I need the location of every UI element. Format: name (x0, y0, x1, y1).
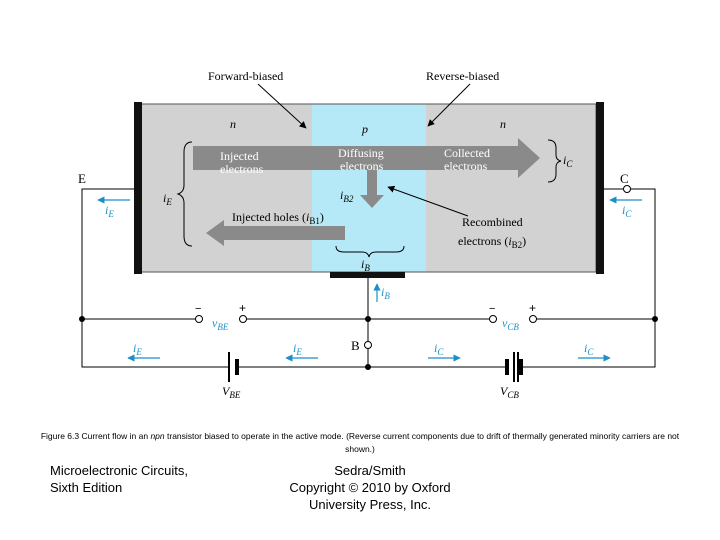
recombination-arrow (360, 170, 384, 208)
copyright-notice: Sedra/Smith Copyright © 2010 by Oxford U… (270, 462, 470, 513)
collector-n-region (426, 104, 596, 272)
author-line: Sedra/Smith (334, 463, 406, 478)
injected-electrons-label-1: Injected (220, 149, 259, 163)
book-title-line2: Sixth Edition (50, 480, 123, 495)
base-contact (330, 272, 405, 278)
junction-dot (652, 316, 658, 322)
book-title: Microelectronic Circuits, Sixth Edition (50, 462, 188, 496)
base-terminal (364, 341, 372, 349)
ie-brace-label: iE (163, 191, 172, 207)
n-region-label-right: n (500, 117, 506, 131)
ic-loop-label-1: iC (434, 341, 444, 357)
vcb-label: vCB (502, 316, 519, 332)
ie-current-label: iE (105, 203, 114, 219)
vcb-minus-sign: − (489, 303, 495, 315)
forward-biased-pointer (257, 83, 307, 129)
ie-loop-label-1: iE (133, 341, 142, 357)
collector-terminal-label: C (620, 171, 629, 186)
collector-contact (596, 102, 604, 274)
junction-dot (365, 364, 371, 370)
injected-holes-arrow (206, 220, 345, 246)
vbe-minus-sign: − (195, 303, 201, 315)
publisher-line: University Press, Inc. (308, 497, 432, 512)
figure-caption: Figure 6.3 Current flow in an npn transi… (40, 430, 680, 456)
ib-brace (335, 245, 405, 258)
vcb-plus-terminal (529, 315, 537, 323)
recombined-electrons-label-2: electrons (iB2) (458, 234, 526, 250)
injected-electrons-label-2: electrons (220, 162, 264, 176)
emitter-n-region (135, 104, 312, 272)
collector-terminal (623, 185, 631, 193)
emitter-wire (81, 188, 228, 368)
collected-electrons-label-2: electrons (444, 159, 488, 173)
vcb-battery-label: VCB (500, 384, 519, 400)
vbe-label: vBE (212, 316, 229, 332)
vbe-plus-sign: + (239, 301, 246, 315)
forward-biased-label: Forward-biased (208, 69, 283, 83)
diffusing-electrons-label-1: Diffusing (338, 146, 384, 160)
caption-suffix: transistor biased to operate in the acti… (164, 431, 680, 454)
ic-loop-label-2: iC (584, 341, 594, 357)
ic-current-label: iC (622, 203, 632, 219)
diffusing-electrons-label-2: electrons (340, 159, 384, 173)
ib-brace-label: iB (361, 257, 370, 273)
caption-npn: npn (150, 431, 165, 441)
emitter-terminal-label: E (78, 171, 86, 186)
ie-loop-label-2: iE (293, 341, 302, 357)
ic-brace (547, 139, 562, 183)
p-region-label: p (361, 122, 368, 136)
recombined-electrons-label-1: Recombined (462, 215, 523, 229)
book-title-line1: Microelectronic Circuits, (50, 463, 188, 478)
base-terminal-label: B (351, 338, 360, 353)
injected-electrons-arrow (193, 138, 540, 178)
vbe-minus-terminal (195, 315, 203, 323)
junction-dot (365, 316, 371, 322)
vcb-minus-terminal (489, 315, 497, 323)
reverse-biased-pointer (427, 83, 471, 127)
injected-holes-label: Injected holes (iB1) (232, 210, 324, 226)
vcb-plus-sign: + (529, 301, 536, 315)
recombined-pointer (387, 185, 469, 217)
caption-prefix: Figure 6.3 Current flow in an (40, 431, 151, 441)
ib2-base-label: iB2 (340, 188, 354, 204)
ib-current-label: iB (381, 285, 390, 301)
vbe-plus-terminal (239, 315, 247, 323)
junction-dot (79, 316, 85, 322)
npn-transistor-diagram: n p n Forward-biased Reverse-biased Inje… (78, 69, 658, 400)
ie-brace (176, 141, 193, 247)
n-region-label-left: n (230, 117, 236, 131)
copyright-line: Copyright © 2010 by Oxford (289, 480, 451, 495)
ic-brace-label: iC (563, 153, 573, 169)
reverse-biased-label: Reverse-biased (426, 69, 499, 83)
vbe-battery-label: VBE (222, 384, 241, 400)
collected-electrons-label-1: Collected (444, 146, 490, 160)
emitter-contact (134, 102, 142, 274)
